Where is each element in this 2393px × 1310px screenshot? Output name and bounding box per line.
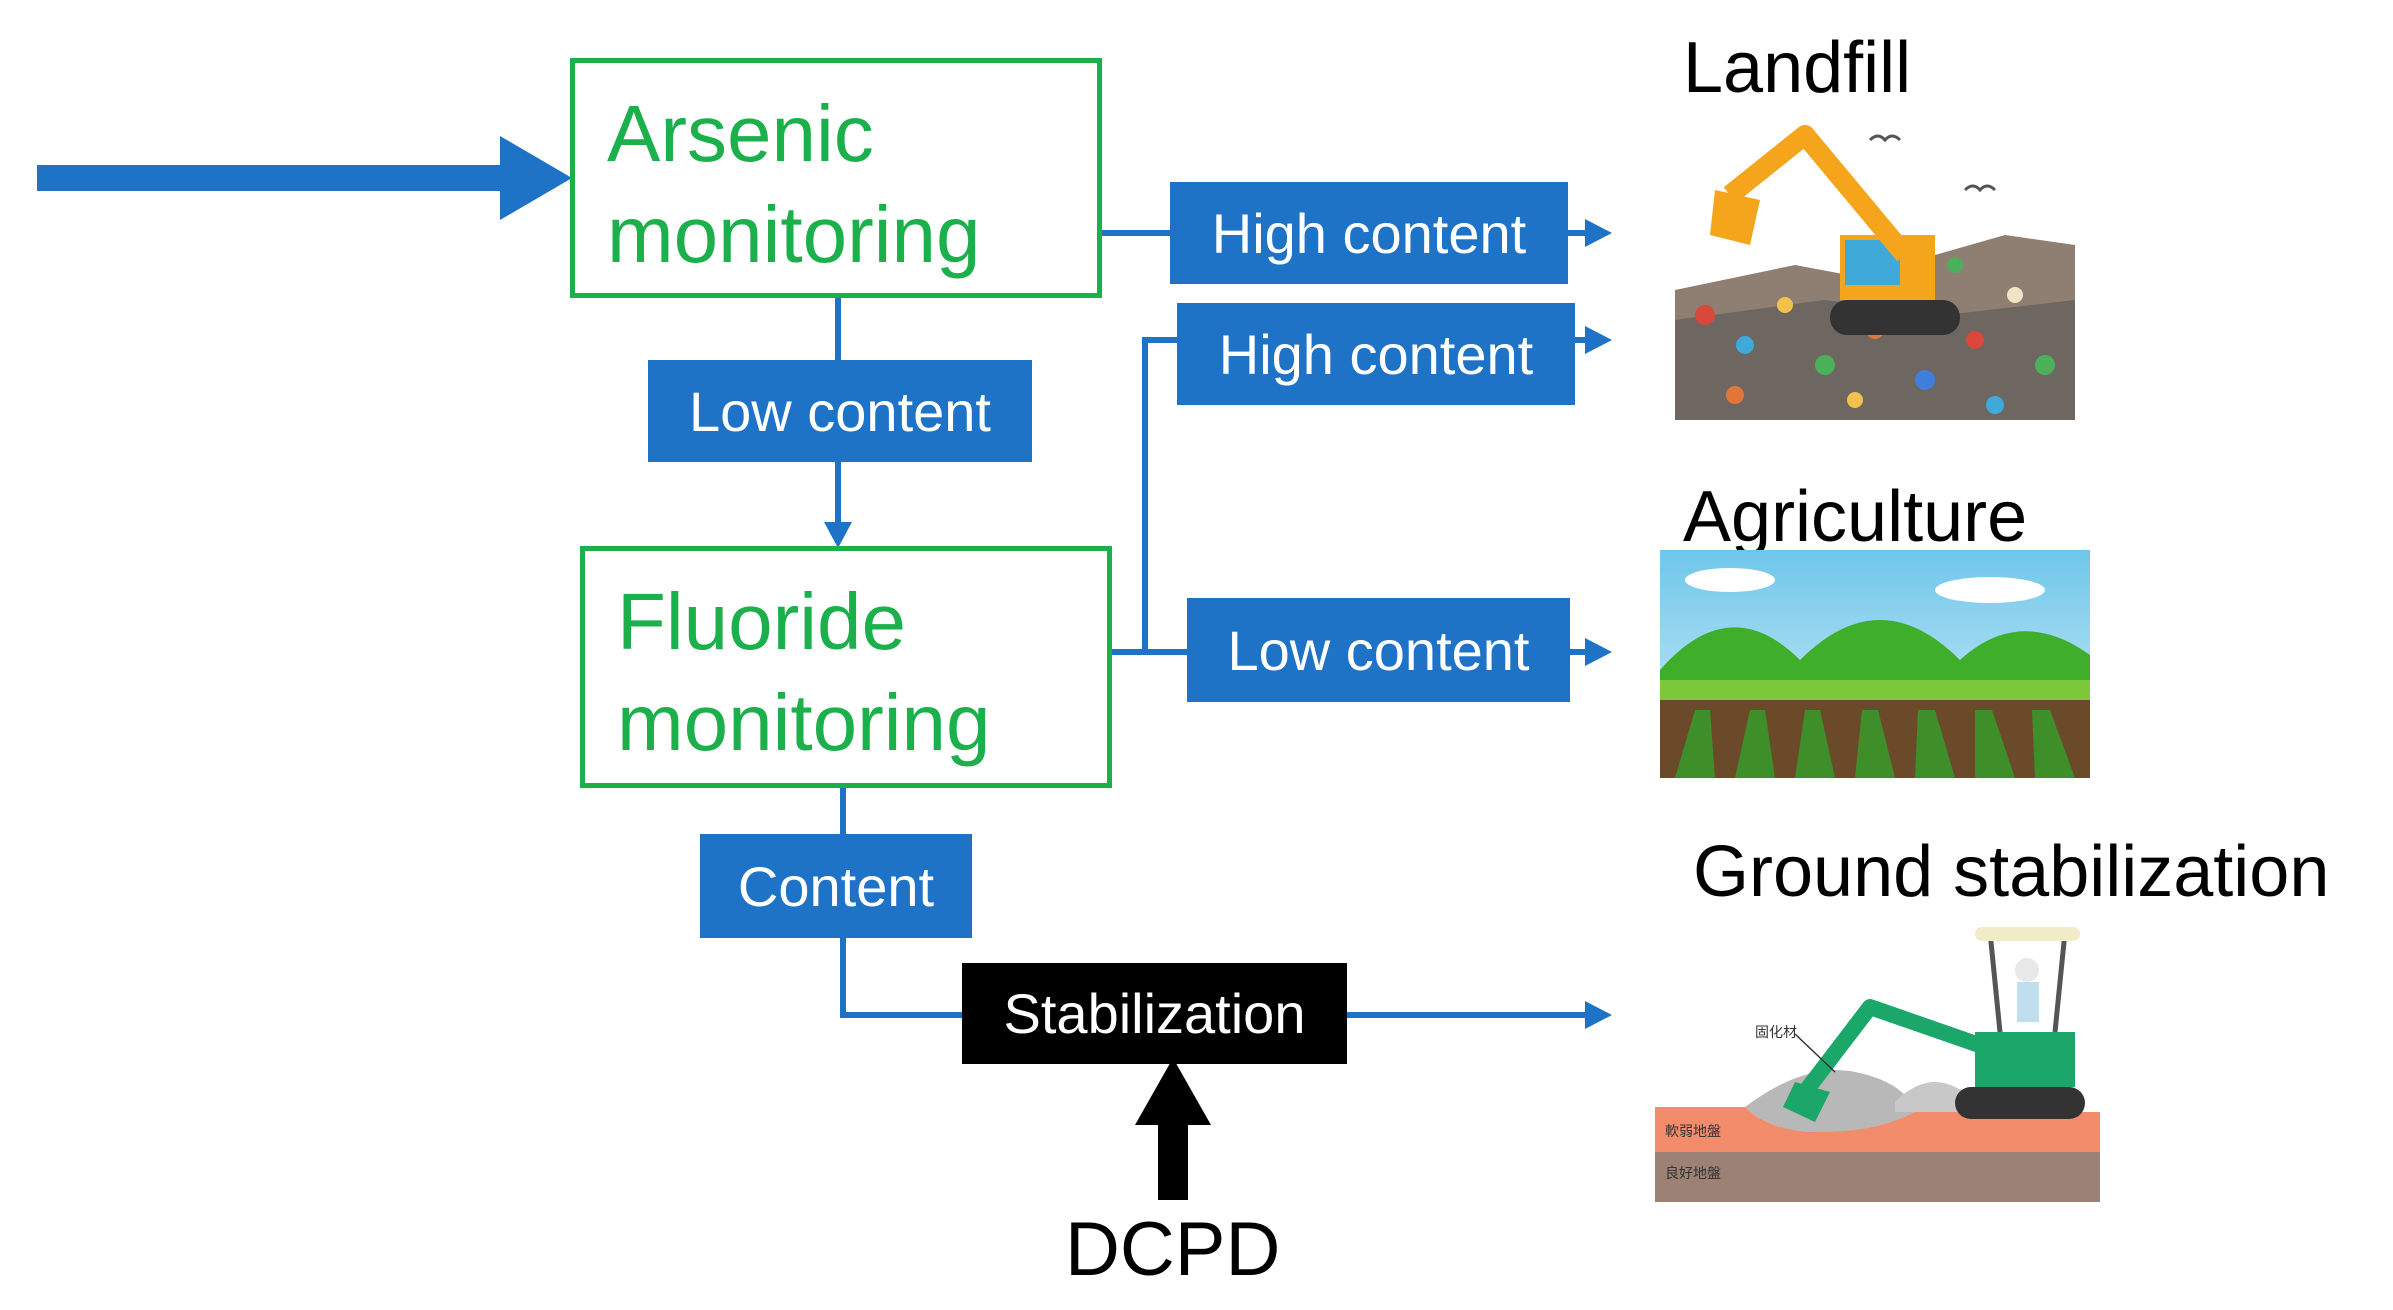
ground-stabilization-image: 固化材 軟弱地盤 良好地盤 <box>1655 927 2100 1202</box>
arrowhead-agriculture <box>1585 638 1612 666</box>
arsenic-monitoring-box: Arsenic monitoring <box>570 58 1102 298</box>
fluoride-monitoring-line1: Fluoride <box>617 577 907 666</box>
fluoride-monitoring-box: Fluoride monitoring <box>580 546 1112 788</box>
fluoride-high-content-label: High content <box>1177 303 1575 405</box>
material-label: 固化材 <box>1755 1024 1797 1040</box>
fluoride-monitoring-line2: monitoring <box>617 678 991 767</box>
fluoride-content-label: Content <box>700 834 972 938</box>
fluoride-low-content-label: Low content <box>1187 598 1570 702</box>
arsenic-monitoring-line1: Arsenic <box>607 89 874 178</box>
agriculture-image <box>1660 550 2090 778</box>
soft-ground-label: 軟弱地盤 <box>1665 1123 1721 1139</box>
dcpd-arrow-head <box>1135 1058 1211 1125</box>
arrowhead-landfill-1 <box>1585 219 1612 247</box>
arrowhead-down <box>824 522 852 548</box>
arrowhead-landfill-2 <box>1585 326 1612 354</box>
stabilization-box: Stabilization <box>962 963 1347 1064</box>
input-arrow-shaft <box>37 165 512 191</box>
landfill-title: Landfill <box>1683 28 1912 108</box>
arsenic-monitoring-line2: monitoring <box>607 190 981 279</box>
ground-stabilization-title: Ground stabilization <box>1693 832 2330 912</box>
good-ground-label: 良好地盤 <box>1665 1165 1721 1181</box>
arsenic-low-content-label: Low content <box>648 360 1032 462</box>
arrowhead-ground <box>1585 1001 1612 1029</box>
agriculture-title: Agriculture <box>1683 477 2028 557</box>
input-arrow-head <box>500 136 572 220</box>
arsenic-high-content-label: High content <box>1170 182 1568 284</box>
landfill-image <box>1675 125 2075 420</box>
dcpd-label: DCPD <box>1065 1207 1281 1292</box>
